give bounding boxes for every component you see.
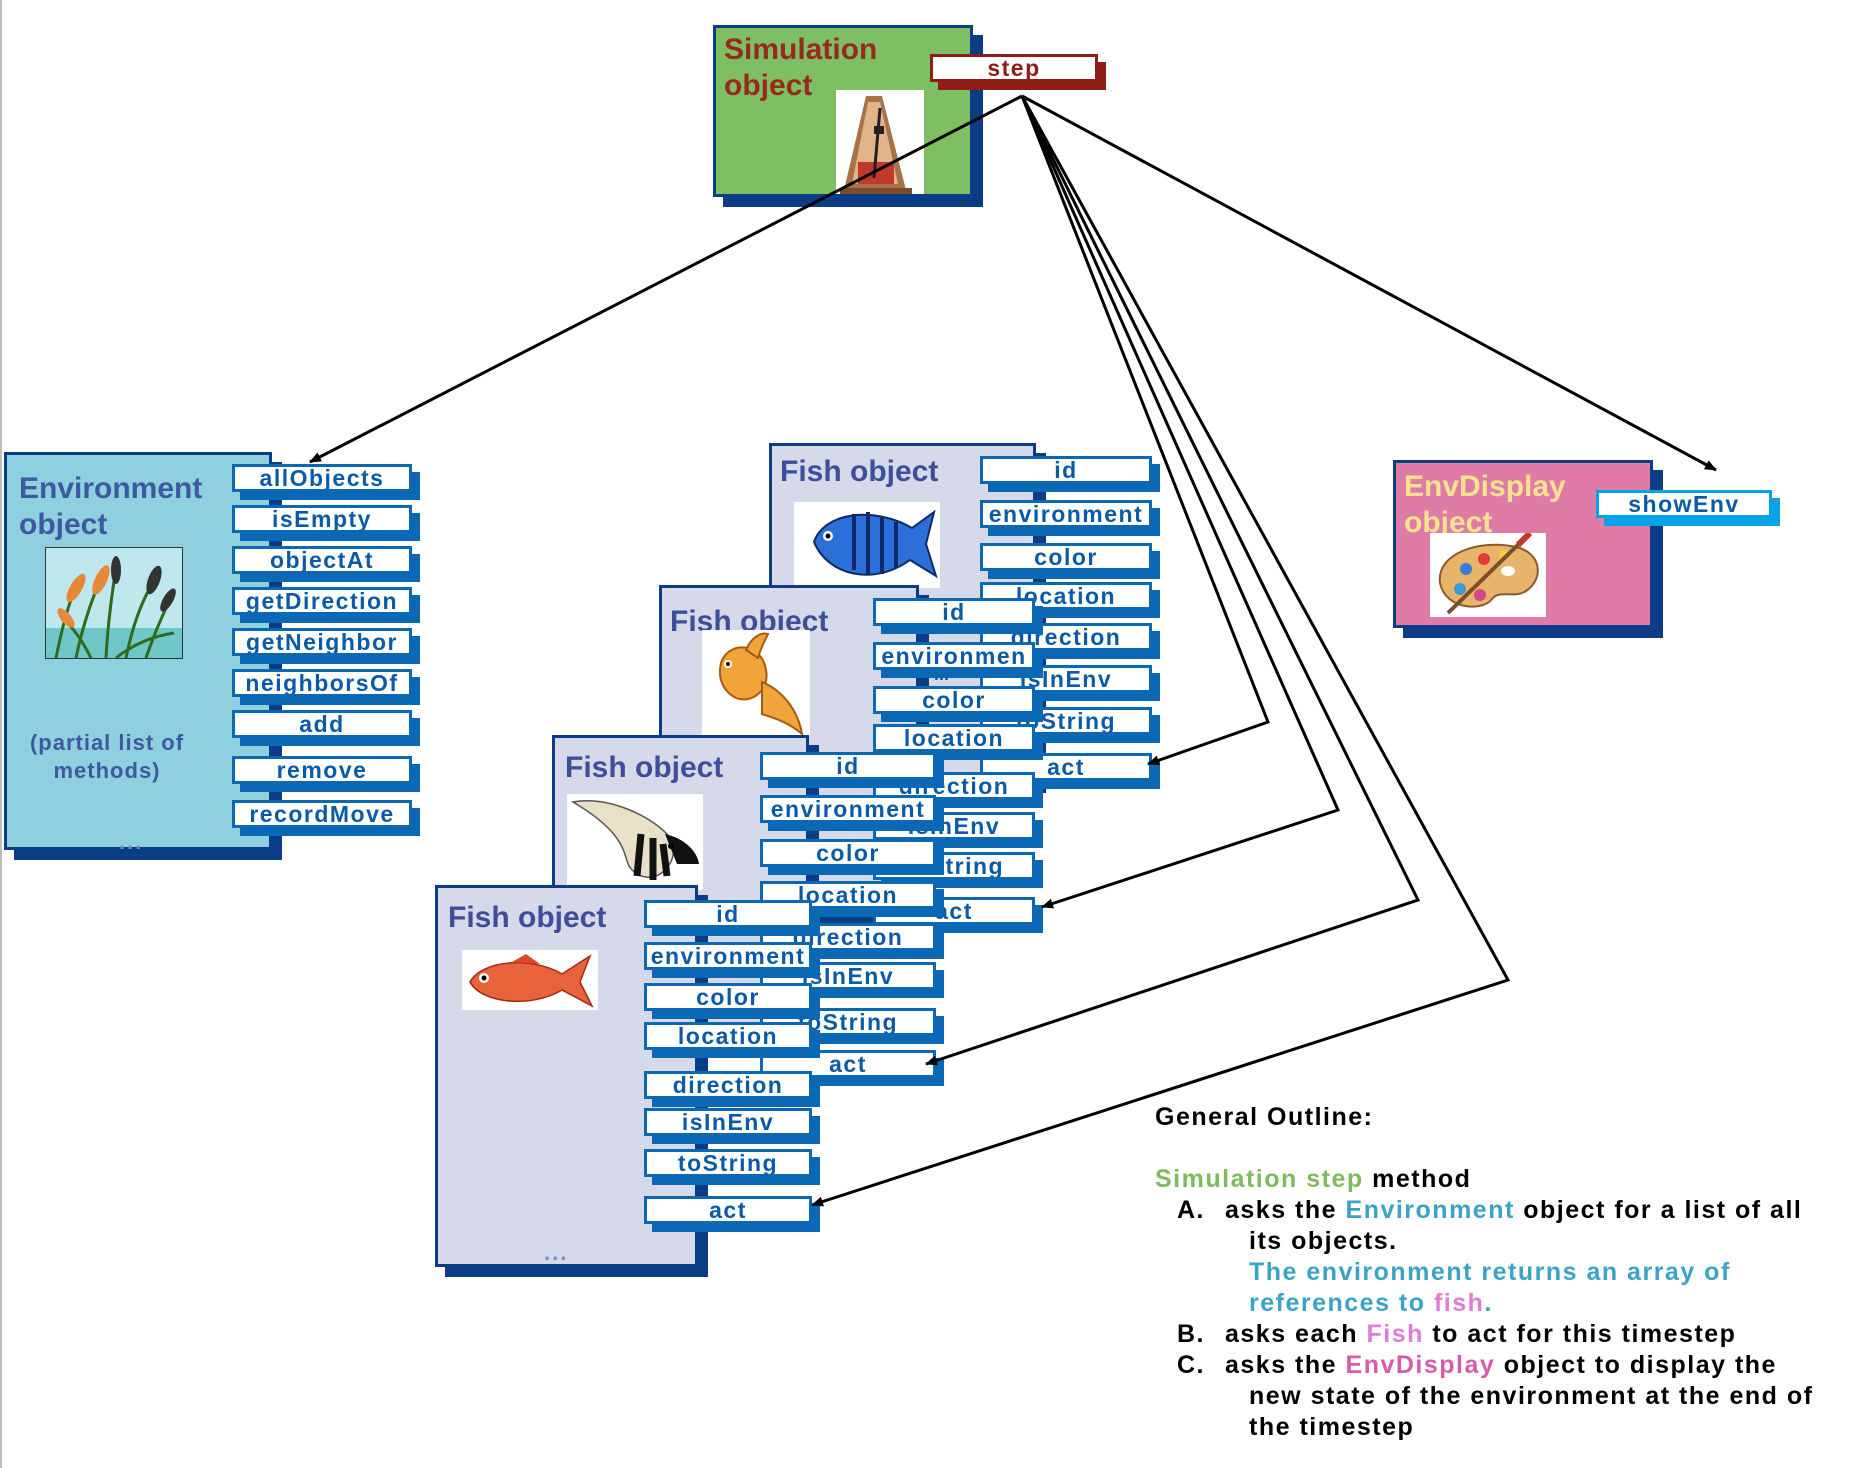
- outline-item-a-line4: references to fish.: [1249, 1289, 1493, 1317]
- environment-note: (partial list of methods): [29, 730, 185, 783]
- method-getdirection[interactable]: getDirection: [232, 587, 412, 615]
- general-outline: General Outline: Simulation step method …: [1155, 1102, 1845, 1443]
- outline-item-c-line2: new state of the environment at the end …: [1249, 1382, 1814, 1410]
- outline-item-c-line3: the timestep: [1249, 1413, 1415, 1441]
- method-getneighbor[interactable]: getNeighbor: [232, 628, 412, 656]
- method-add[interactable]: add: [232, 710, 412, 738]
- outline-item-a-line2: its objects.: [1249, 1227, 1398, 1255]
- outline-heading: General Outline:: [1155, 1103, 1374, 1131]
- fish4-more-indicator: ...: [544, 1240, 569, 1265]
- left-border-line: [0, 0, 2, 1468]
- step-method-button[interactable]: step: [930, 54, 1098, 82]
- envdisplay-object-panel: EnvDisplay object: [1393, 460, 1653, 628]
- fish4-method-isinenv[interactable]: isInEnv: [644, 1108, 812, 1136]
- fish4-method-environment[interactable]: environment: [644, 942, 812, 970]
- outline-intro: Simulation step method: [1155, 1165, 1472, 1193]
- method-remove[interactable]: remove: [232, 756, 412, 784]
- fish1-method-environment[interactable]: environment: [980, 500, 1152, 528]
- fish-title-4: Fish object: [448, 901, 607, 934]
- method-neighborsof[interactable]: neighborsOf: [232, 669, 412, 697]
- fish3-method-environment[interactable]: environment: [760, 795, 936, 823]
- outline-item-c: C. asks the EnvDisplay object to display…: [1177, 1351, 1777, 1379]
- environment-object-panel: Environment object (partial list of meth…: [4, 452, 272, 854]
- simulation-title: Simulation object: [724, 33, 878, 102]
- fish-title-3: Fish object: [565, 751, 724, 784]
- fish2-method-color[interactable]: color: [873, 686, 1035, 714]
- envdisplay-title: EnvDisplay object: [1404, 470, 1566, 539]
- paint-palette-icon: [1430, 533, 1546, 617]
- showenv-method-button[interactable]: showEnv: [1596, 490, 1772, 518]
- fish4-method-location[interactable]: location: [644, 1022, 812, 1050]
- fish4-method-color[interactable]: color: [644, 983, 812, 1011]
- fish4-method-act[interactable]: act: [644, 1196, 812, 1224]
- fish3-method-color[interactable]: color: [760, 839, 936, 867]
- fish4-method-direction[interactable]: direction: [644, 1071, 812, 1099]
- arrow-to-envdisplay: [1021, 94, 1717, 472]
- fish4-method-tostring[interactable]: toString: [644, 1149, 812, 1177]
- fish1-method-id[interactable]: id: [980, 456, 1152, 484]
- goldfish-icon: [702, 630, 810, 736]
- blue-fish-icon: [794, 502, 940, 588]
- fish1-method-color[interactable]: color: [980, 543, 1152, 571]
- outline-item-a: A. asks the Environment object for a lis…: [1177, 1196, 1803, 1224]
- fish-title-1: Fish object: [780, 455, 939, 488]
- arrow-to-fish1-act: [1020, 95, 1270, 766]
- outline-item-b: B. asks each Fish to act for this timest…: [1177, 1320, 1737, 1348]
- method-recordmove[interactable]: recordMove: [232, 800, 412, 828]
- cattail-pond-icon: [45, 547, 183, 659]
- method-isempty[interactable]: isEmpty: [232, 505, 412, 533]
- environment-more-indicator: ...: [119, 829, 144, 854]
- metronome-icon: [836, 90, 924, 194]
- environment-title: Environment object: [19, 472, 203, 541]
- fish4-method-id[interactable]: id: [644, 900, 812, 928]
- fish2-method-environment[interactable]: environmen: [873, 642, 1035, 670]
- fish2-method-location[interactable]: location: [873, 724, 1035, 752]
- fish2-method-id[interactable]: id: [873, 598, 1035, 626]
- outline-item-a-line3: The environment returns an array of: [1249, 1258, 1731, 1286]
- fish3-method-id[interactable]: id: [760, 752, 936, 780]
- method-objectat[interactable]: objectAt: [232, 546, 412, 574]
- angelfish-icon: [567, 794, 703, 890]
- simulation-object-panel: Simulation object: [713, 25, 973, 197]
- fish2-more-indicator: ...: [934, 664, 950, 684]
- method-allobjects[interactable]: allObjects: [232, 464, 412, 492]
- red-fish-icon: [462, 950, 598, 1010]
